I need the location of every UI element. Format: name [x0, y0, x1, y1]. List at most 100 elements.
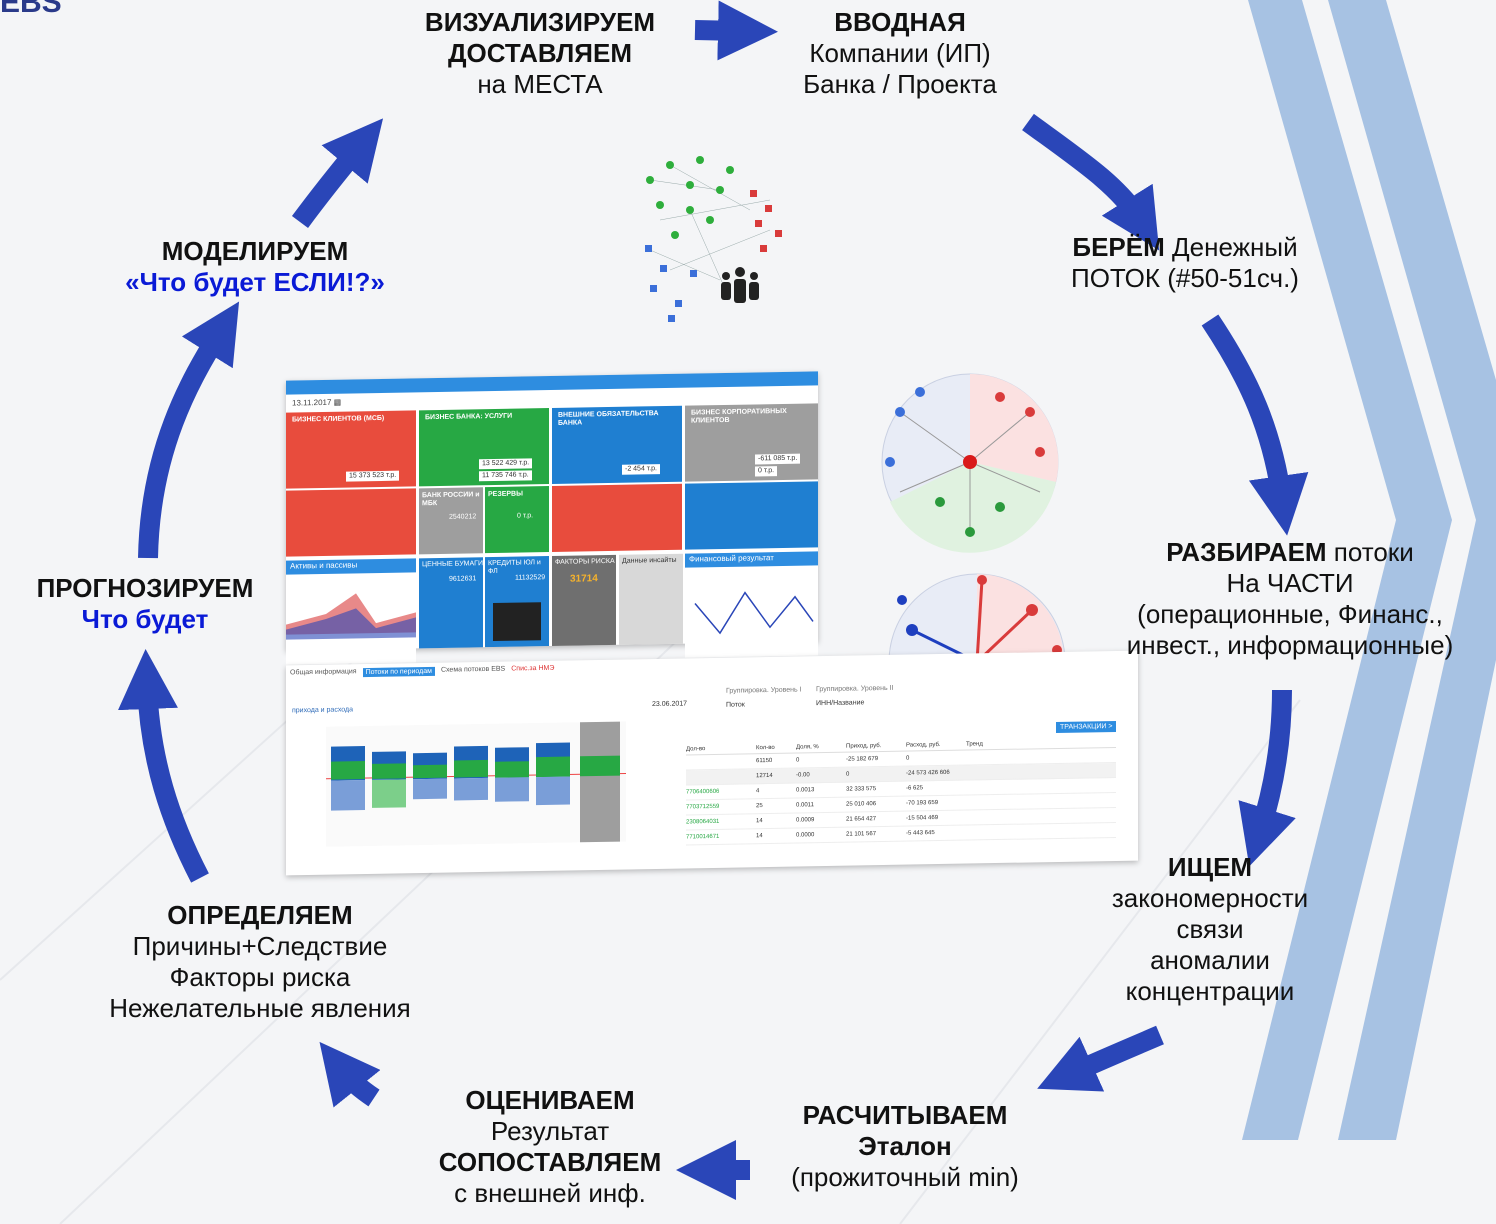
step-text: потоки: [1326, 537, 1414, 567]
step-search: ИЩЕМ закономерности связи аномалии конце…: [1070, 852, 1350, 1007]
bottom-title: ФАКТОРЫ РИСКА: [555, 557, 615, 566]
flow-filter-2: Группировка. Уровень II: [816, 684, 894, 694]
step-text: (операционные, Финанс.,: [1137, 599, 1443, 629]
step-text: Факторы риска: [169, 962, 351, 992]
flow-date: 23.06.2017: [652, 700, 688, 709]
step-intro: ВВОДНАЯ Компании (ИП) Банка / Проекта: [760, 7, 1040, 100]
arrow-bottom-left: [319, 1041, 381, 1108]
step-text: связи: [1176, 914, 1244, 944]
step-text: На ЧАСТИ: [1226, 568, 1354, 598]
row2-blue: [685, 481, 818, 550]
bottom-title: Активы и пассивы: [290, 560, 358, 571]
tile-title: БИЗНЕС КЛИЕНТОВ (МСБ): [292, 414, 385, 424]
transactions-button[interactable]: ТРАНЗАКЦИИ >: [1056, 720, 1117, 733]
bottom-title: Финансовый результат: [689, 553, 774, 564]
row2-red: [286, 488, 416, 557]
tile-value: 13 522 429 т.р.: [479, 458, 533, 470]
flow-chart: [326, 721, 626, 847]
step-highlight: Что будет: [81, 604, 209, 634]
step-take: БЕРЁМ Денежный ПОТОК (#50-51сч.): [1020, 232, 1350, 294]
step-model: МОДЕЛИРУЕМ «Что будет ЕСЛИ!?»: [70, 236, 440, 298]
tile-bank-services[interactable]: БИЗНЕС БАНКА: УСЛУГИ 13 522 429 т.р. 11 …: [419, 408, 549, 487]
step-visualize: ВИЗУАЛИЗИРУЕМ ДОСТАВЛЯЕМ на МЕСТА: [380, 7, 700, 100]
bottom-securities[interactable]: ЦЕННЫЕ БУМАГИ 9612631: [419, 557, 483, 649]
step-title: ОЦЕНИВАЕМ: [465, 1085, 635, 1115]
bottom-credits[interactable]: КРЕДИТЫ ЮЛ и ФЛ 11132529: [485, 556, 549, 648]
step-title: СОПОСТАВЛЯЕМ: [438, 1147, 662, 1177]
arrow-top-right: [1022, 113, 1160, 251]
step-title: ВИЗУАЛИЗИРУЕМ: [424, 7, 656, 37]
people-icon: [721, 267, 759, 303]
bottom-title: Данные инсайты: [622, 556, 677, 565]
step-title: БЕРЁМ: [1072, 232, 1165, 262]
row2-value: 0 т.р.: [517, 512, 534, 520]
step-parse: РАЗБИРАЕМ потоки На ЧАСТИ (операционные,…: [1084, 537, 1496, 661]
step-evaluate: ОЦЕНИВАЕМ Результат СОПОСТАВЛЯЕМ с внешн…: [390, 1085, 710, 1209]
bottom-financial[interactable]: Финансовый результат: [685, 551, 818, 658]
step-text: Компании (ИП): [809, 38, 991, 68]
flow-tabs: Общая информация Потоки по периодам Схем…: [290, 665, 554, 679]
arrow-left-2: [138, 301, 240, 559]
arrow-right-2: [1238, 689, 1296, 867]
step-text: инвест., информационные): [1126, 630, 1454, 660]
col-header: Расход, руб.: [906, 742, 941, 749]
step-title: РАЗБИРАЕМ: [1166, 537, 1327, 567]
bottom-value: 31714: [570, 573, 598, 585]
tile-external-obligations[interactable]: ВНЕШНИЕ ОБЯЗАТЕЛЬСТВА БАНКА -2 454 т.р.: [552, 405, 682, 484]
step-highlight: «Что будет ЕСЛИ!?»: [125, 267, 385, 297]
logo-text: EBS: [0, 0, 62, 19]
col-header: Дол-во: [686, 746, 706, 753]
step-text: с внешней инф.: [454, 1178, 646, 1208]
step-title: ДОСТАВЛЯЕМ: [448, 38, 632, 68]
step-title: ПРОГНОЗИРУЕМ: [36, 573, 254, 603]
col-header: Приход, руб.: [846, 743, 882, 750]
tile-msb[interactable]: БИЗНЕС КЛИЕНТОВ (МСБ) 15 373 523 т.р.: [286, 410, 416, 489]
step-text: концентрации: [1125, 976, 1295, 1006]
step-title: ОПРЕДЕЛЯЕМ: [167, 900, 353, 930]
arrow-left-1: [117, 649, 209, 883]
step-text: аномалии: [1150, 945, 1270, 975]
flow-table: Дол-во Кол-во Доля, % Приход, руб. Расхо…: [686, 738, 1116, 846]
tile-title: ВНЕШНИЕ ОБЯЗАТЕЛЬСТВА БАНКА: [558, 410, 659, 427]
tile-value2: 0 т.р.: [755, 466, 778, 477]
arrow-right-1: [1201, 314, 1309, 536]
step-forecast: ПРОГНОЗИРУЕМ Что будет: [0, 573, 290, 635]
step-calculate: РАСЧИТЫВАЕМ Эталон (прожиточный min): [740, 1100, 1070, 1193]
step-text: ПОТОК (#50-51сч.): [1071, 263, 1299, 293]
step-title: ИЩЕМ: [1167, 852, 1253, 882]
bottom-risk[interactable]: ФАКТОРЫ РИСКА 31714: [552, 554, 616, 646]
col-header: Кол-во: [756, 744, 775, 752]
bottom-assets[interactable]: Активы и пассивы: [286, 558, 416, 665]
dashboard-date: 13.11.2017: [292, 397, 332, 408]
radial-graph-top: [881, 373, 1059, 553]
tile-value: 15 373 523 т.р.: [346, 470, 400, 482]
row2-red2: [552, 483, 682, 552]
bottom-title: ЦЕННЫЕ БУМАГИ: [422, 560, 483, 569]
step-text: (прожиточный min): [791, 1162, 1019, 1192]
flow-filter-value-1[interactable]: Поток: [726, 701, 745, 709]
step-title: РАСЧИТЫВАЕМ: [802, 1100, 1008, 1130]
tile-corporate[interactable]: БИЗНЕС КОРПОРАТИВНЫХ КЛИЕНТОВ -611 085 т…: [685, 403, 818, 482]
step-text: Результат: [490, 1116, 610, 1146]
network-graph: [645, 156, 782, 322]
flow-filter-1: Группировка. Уровень I: [726, 686, 802, 695]
tab-general[interactable]: Общая информация: [290, 668, 357, 677]
tab-periods[interactable]: Потоки по периодам: [362, 666, 435, 678]
arrow-top: [694, 0, 778, 61]
bottom-value: 11132529: [515, 574, 546, 582]
tab-nme[interactable]: Спис.за НМЭ: [511, 664, 555, 673]
arrow-top-left: [291, 118, 384, 228]
step-title: ВВОДНАЯ: [834, 7, 966, 37]
row2-value: 2540212: [449, 513, 477, 521]
step-text: Причины+Следствие: [132, 931, 388, 961]
flow-chart-title: прихода и расхода: [292, 706, 353, 715]
flow-filter-value-2[interactable]: ИНН/Название: [816, 699, 865, 708]
step-text: Денежный: [1164, 232, 1298, 262]
tab-scheme[interactable]: Схема потоков EBS: [440, 665, 506, 674]
col-header: Тренд: [966, 741, 983, 748]
step-text: закономерности: [1111, 883, 1309, 913]
row2-green: РЕЗЕРВЫ 0 т.р.: [485, 486, 549, 554]
row2-gray: БАНК РОССИИ и МБК 2540212: [419, 487, 483, 555]
bottom-insights[interactable]: Данные инсайты: [619, 553, 683, 645]
row2-label: БАНК РОССИИ и МБК: [422, 491, 480, 508]
